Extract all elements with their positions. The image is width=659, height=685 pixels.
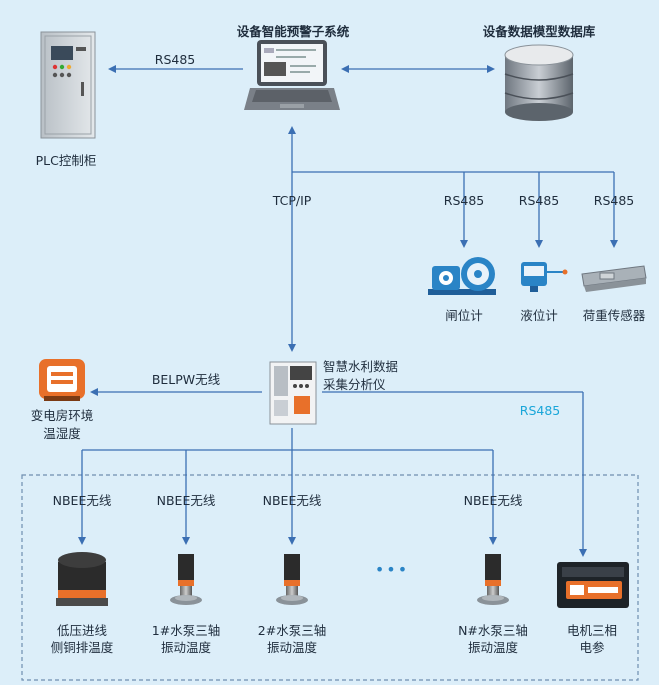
gate-meter-icon: [428, 257, 496, 295]
motor-meter-label-line2: 电参: [579, 640, 605, 655]
nbee-label-4: NBEE无线: [463, 493, 523, 508]
rs485-plc-label: RS485: [154, 52, 196, 67]
gate-meter-label: 闸位计: [445, 308, 483, 323]
rs485-gate-label: RS485: [443, 193, 485, 208]
rs485-level-label: RS485: [518, 193, 560, 208]
nbee-label-3: NBEE无线: [262, 493, 322, 508]
motor-meter-icon: [557, 562, 629, 608]
load-sensor-icon: [581, 265, 647, 292]
belpw-label: BELPW无线: [151, 372, 221, 387]
lowvoltage-label-line2: 侧铜排温度: [50, 640, 114, 655]
tcpip-label: TCP/IP: [272, 193, 312, 208]
substation-label-line2: 温湿度: [43, 426, 81, 441]
pumpN-label-line1: N#水泵三轴: [458, 623, 528, 638]
database-label: 设备数据模型数据库: [482, 24, 596, 39]
pumpN-sensor-icon: [477, 554, 509, 605]
connector-lines: [78, 65, 618, 557]
pump2-label-line2: 振动温度: [266, 640, 318, 655]
load-sensor-label: 荷重传感器: [582, 308, 646, 323]
laptop-icon: [244, 40, 340, 110]
substation-sensor-icon: [39, 359, 85, 401]
lowvoltage-sensor-icon: [56, 552, 108, 606]
nbee-label-2: NBEE无线: [156, 493, 216, 508]
rs485-motor-label: RS485: [519, 403, 561, 418]
substation-label-line1: 变电房环境: [30, 408, 94, 423]
pump1-sensor-icon: [170, 554, 202, 605]
plc-cabinet-icon: [40, 31, 96, 139]
pump1-label-line2: 振动温度: [160, 640, 212, 655]
pump2-label-line1: 2#水泵三轴: [257, 623, 327, 638]
plc-cabinet-label: PLC控制柜: [35, 153, 97, 168]
database-icon: [504, 44, 574, 121]
analyzer-label-line2: 采集分析仪: [323, 377, 386, 392]
lowvoltage-label-line1: 低压进线: [56, 623, 108, 638]
rs485-load-label: RS485: [593, 193, 635, 208]
analyzer-label-line1: 智慧水利数据: [323, 359, 399, 374]
pump2-sensor-icon: [276, 554, 308, 605]
pump1-label-line1: 1#水泵三轴: [151, 623, 221, 638]
pumpN-label-line2: 振动温度: [467, 640, 519, 655]
level-meter-icon: [521, 262, 568, 292]
ellipsis-dots: •••: [374, 560, 410, 579]
level-meter-label: 液位计: [520, 308, 558, 323]
data-analyzer-icon: [269, 361, 317, 425]
motor-meter-label-line1: 电机三相: [566, 623, 618, 638]
nbee-label-1: NBEE无线: [52, 493, 112, 508]
field-devices-area: [21, 474, 639, 681]
warning-system-label: 设备智能预警子系统: [236, 24, 350, 39]
